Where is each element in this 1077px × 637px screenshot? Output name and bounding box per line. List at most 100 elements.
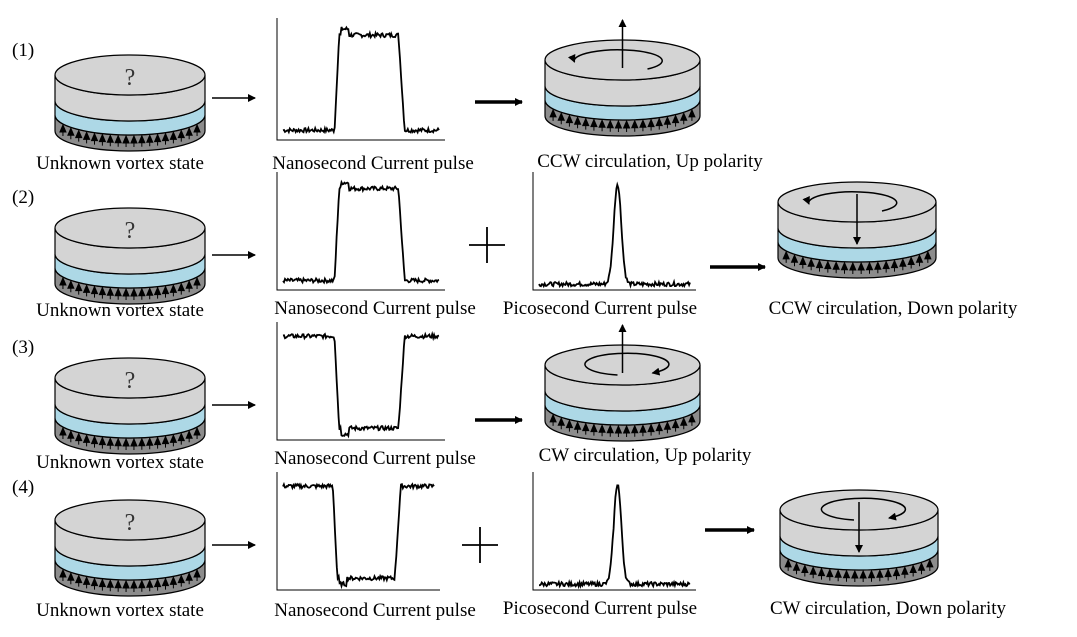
magnetization-up-arrow-icon bbox=[840, 261, 849, 274]
magnetization-up-arrow-icon bbox=[59, 568, 67, 581]
magnetization-up-arrow-icon bbox=[874, 261, 882, 274]
row-3-number: (3) bbox=[12, 337, 35, 358]
row-3-nano-caption: Nanosecond Current pulse bbox=[274, 448, 476, 469]
magnetization-up-arrow-icon bbox=[606, 119, 615, 132]
magnetization-up-arrow-icon bbox=[849, 261, 857, 274]
magnetization-up-arrow-icon bbox=[882, 260, 890, 273]
magnetization-up-arrow-icon bbox=[549, 108, 557, 121]
magnetization-up-arrow-icon bbox=[622, 119, 631, 132]
unknown-state-mark: ? bbox=[125, 65, 136, 91]
magnetization-up-arrow-icon bbox=[185, 572, 193, 585]
magnetization-up-arrow-icon bbox=[90, 577, 99, 590]
magnetization-up-arrow-icon bbox=[859, 569, 867, 582]
magnetization-up-arrow-icon bbox=[193, 568, 201, 581]
magnetization-up-arrow-icon bbox=[917, 561, 926, 575]
magnetization-up-arrow-icon bbox=[193, 276, 201, 289]
result-vortex-disk bbox=[777, 181, 937, 279]
magnetization-up-arrow-icon bbox=[590, 118, 598, 131]
ccw-circulation-icon bbox=[568, 49, 663, 70]
row-1-input-caption: Unknown vortex state bbox=[36, 153, 204, 174]
magnetization-up-arrow-icon bbox=[851, 569, 859, 582]
magnetization-up-arrow-icon bbox=[59, 276, 67, 289]
picosecond-pulse-trace bbox=[538, 181, 691, 289]
plus-icon bbox=[462, 527, 498, 563]
magnetization-up-arrow-icon bbox=[557, 416, 566, 430]
magnetization-up-arrow-icon bbox=[655, 422, 664, 435]
magnetization-up-arrow-icon bbox=[67, 280, 75, 293]
magnetization-up-arrow-icon bbox=[177, 432, 186, 445]
row-3-result-caption: CW circulation, Up polarity bbox=[538, 445, 752, 466]
magnetization-up-arrow-icon bbox=[815, 259, 824, 272]
magnetization-up-arrow-icon bbox=[865, 261, 874, 274]
magnetization-up-arrow-icon bbox=[169, 131, 178, 144]
magnetization-up-arrow-icon bbox=[639, 424, 647, 437]
magnetization-up-arrow-icon bbox=[679, 416, 688, 430]
magnetization-up-arrow-icon bbox=[614, 119, 623, 132]
magnetization-up-arrow-icon bbox=[573, 116, 582, 129]
nanosecond-pulse-trace bbox=[282, 330, 440, 439]
magnetization-up-arrow-icon bbox=[161, 435, 170, 448]
free-layer-top bbox=[54, 357, 206, 399]
unknown-vortex-disk: ? bbox=[54, 357, 206, 455]
magnetization-up-arrow-icon bbox=[106, 287, 115, 300]
row-2-result-caption: CCW circulation, Down polarity bbox=[768, 298, 1018, 319]
magnetization-up-arrow-icon bbox=[82, 284, 91, 297]
picosecond-pulse-trace bbox=[539, 484, 691, 590]
magnetization-up-arrow-icon bbox=[145, 579, 154, 592]
plot-axes bbox=[276, 472, 440, 591]
magnetization-up-arrow-icon bbox=[82, 434, 91, 447]
plot-axes bbox=[532, 172, 696, 291]
magnetization-up-arrow-icon bbox=[890, 259, 899, 272]
magnetization-up-arrow-icon bbox=[901, 566, 909, 579]
magnetization-up-arrow-icon bbox=[106, 579, 115, 592]
magnetization-up-arrow-icon bbox=[106, 437, 115, 450]
magnetization-up-arrow-icon bbox=[90, 132, 99, 145]
row-4-pico-caption: Picosecond Current pulse bbox=[502, 598, 698, 619]
magnetization-up-arrow-icon bbox=[169, 284, 178, 297]
magnetization-up-arrow-icon bbox=[177, 282, 186, 295]
row-3-input-caption: Unknown vortex state bbox=[36, 452, 204, 473]
magnetization-up-arrow-icon bbox=[90, 285, 99, 298]
magnetization-up-arrow-icon bbox=[98, 436, 107, 449]
magnetization-up-arrow-icon bbox=[792, 561, 801, 575]
magnetization-up-arrow-icon bbox=[138, 287, 146, 300]
magnetization-up-arrow-icon bbox=[114, 134, 122, 147]
magnetization-up-arrow-icon bbox=[153, 286, 162, 299]
row-4-nano-plot bbox=[276, 472, 440, 591]
magnetization-up-arrow-icon bbox=[907, 256, 915, 269]
row-4-result-caption: CW circulation, Down polarity bbox=[769, 598, 1007, 619]
magnetization-up-arrow-icon bbox=[688, 108, 696, 121]
magnetization-up-arrow-icon bbox=[630, 119, 639, 132]
magnetization-up-arrow-icon bbox=[145, 437, 154, 450]
unknown-state-mark: ? bbox=[125, 368, 136, 394]
magnetization-up-arrow-icon bbox=[549, 413, 557, 426]
magnetization-up-arrow-icon bbox=[639, 119, 647, 132]
magnetization-up-arrow-icon bbox=[679, 111, 688, 125]
magnetization-up-arrow-icon bbox=[655, 117, 664, 130]
magnetization-up-arrow-icon bbox=[590, 423, 598, 436]
magnetization-up-arrow-icon bbox=[161, 577, 170, 590]
magnetization-up-arrow-icon bbox=[114, 579, 122, 592]
cw-circulation-icon bbox=[584, 352, 670, 376]
magnetization-up-arrow-icon bbox=[177, 129, 186, 142]
magnetization-up-arrow-icon bbox=[122, 579, 130, 592]
magnetization-up-arrow-icon bbox=[688, 413, 696, 426]
plot-axes bbox=[276, 18, 445, 141]
magnetization-up-arrow-icon bbox=[122, 287, 130, 300]
magnetization-up-arrow-icon bbox=[573, 421, 582, 434]
row-3-nano-plot bbox=[276, 322, 445, 441]
magnetization-up-arrow-icon bbox=[153, 578, 162, 591]
magnetization-up-arrow-icon bbox=[122, 437, 130, 450]
row-2-nano-plot bbox=[276, 172, 445, 291]
magnetization-up-arrow-icon bbox=[138, 579, 146, 592]
unknown-vortex-disk: ? bbox=[54, 499, 206, 597]
row-1-nano-plot bbox=[276, 18, 445, 141]
row-4-number: (4) bbox=[12, 477, 35, 498]
magnetization-up-arrow-icon bbox=[807, 258, 815, 271]
magnetization-up-arrow-icon bbox=[138, 134, 146, 147]
magnetization-up-arrow-icon bbox=[817, 567, 826, 580]
magnetization-up-arrow-icon bbox=[799, 256, 807, 269]
magnetization-up-arrow-icon bbox=[790, 253, 799, 267]
